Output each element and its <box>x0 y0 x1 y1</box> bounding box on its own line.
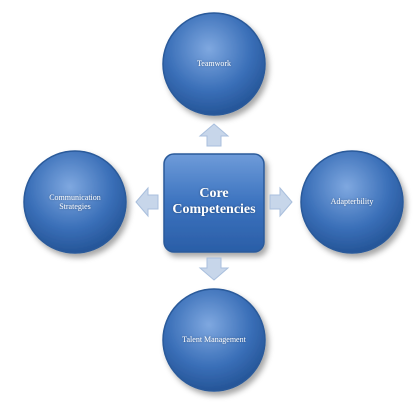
arrow-left <box>135 186 159 218</box>
arrow-down <box>198 257 230 281</box>
arrow-up <box>198 123 230 147</box>
node-label-bottom: Talent Management <box>182 335 246 345</box>
node-label-top: Teamwork <box>196 59 232 69</box>
arrow-right <box>269 186 293 218</box>
node-circle-left <box>23 150 127 254</box>
node-circle-right <box>300 150 404 254</box>
center-label: Core Competencies <box>172 185 256 217</box>
center-box <box>163 153 265 253</box>
node-label-left: Communication Strategies <box>49 192 101 211</box>
node-label-right: Adapterbility <box>330 197 374 207</box>
node-circle-bottom <box>162 288 266 392</box>
node-circle-top <box>162 12 266 116</box>
